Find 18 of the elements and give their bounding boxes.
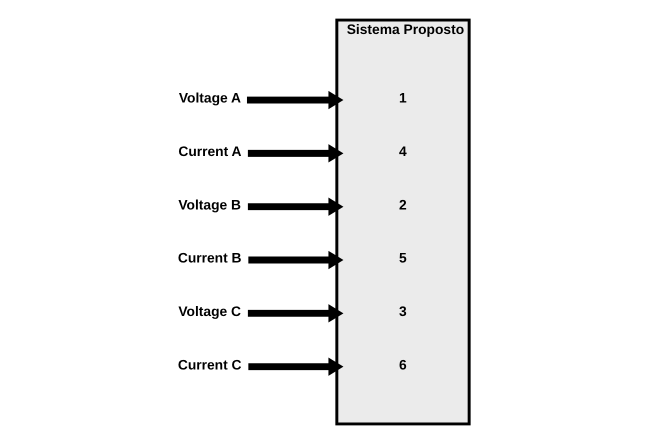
label: 4 <box>399 143 407 160</box>
label: 3 <box>399 303 407 320</box>
arrow <box>246 90 344 110</box>
label: 2 <box>399 196 407 212</box>
arrow <box>248 357 344 376</box>
arrow <box>248 198 344 216</box>
node-text: Current C <box>178 356 242 372</box>
node-text: Current B <box>178 250 242 266</box>
node-text: Voltage C <box>178 303 242 320</box>
arrow <box>248 144 344 163</box>
arrow <box>248 250 344 270</box>
arrow <box>248 304 344 323</box>
label: 6 <box>399 356 407 372</box>
label: 5 <box>399 250 407 266</box>
node-text: Current A <box>178 143 242 160</box>
label: 1 <box>399 90 407 106</box>
node-text: Voltage B <box>178 196 242 212</box>
node-text: Voltage A <box>178 90 242 106</box>
